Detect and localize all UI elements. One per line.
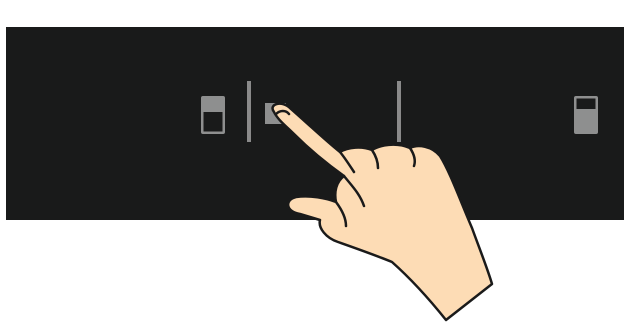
right-divider	[397, 81, 401, 142]
left-divider	[247, 81, 251, 142]
pointing-hand-icon	[273, 104, 492, 320]
battery-half-icon	[201, 96, 225, 134]
battery-low-icon	[574, 96, 598, 134]
